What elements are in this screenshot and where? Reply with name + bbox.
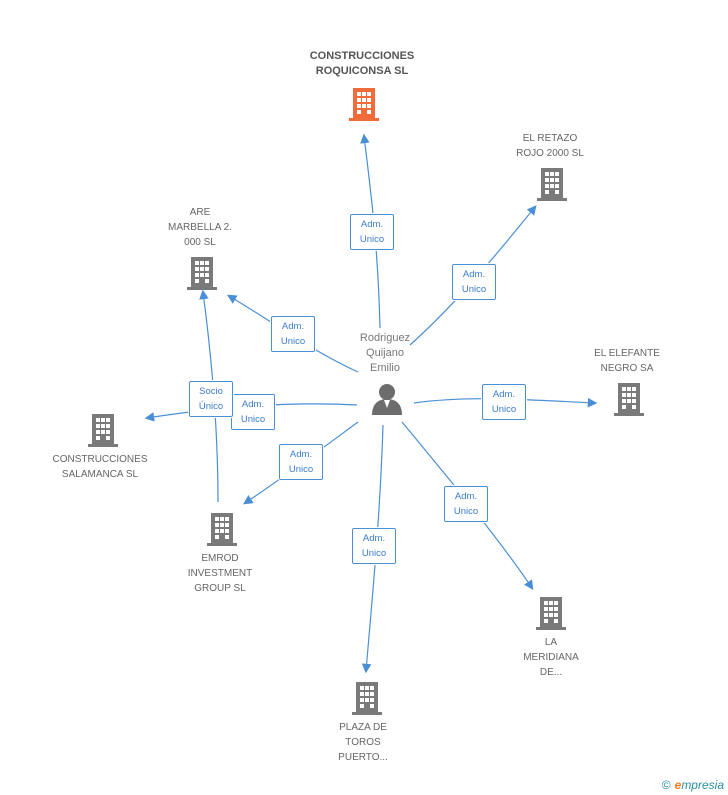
empresia-logo[interactable]: ©empresia — [662, 778, 724, 792]
building-icon-salamanca[interactable] — [88, 414, 118, 447]
copyright-symbol: © — [661, 778, 671, 792]
company-label-salamanca[interactable]: CONSTRUCCIONES SALAMANCA SL — [52, 454, 148, 480]
building-icon-el-retazo[interactable] — [537, 168, 567, 201]
edge-label-are-marbella: Adm. Unico — [271, 316, 315, 352]
company-label-roquiconsa[interactable]: CONSTRUCCIONES ROQUICONSA SL — [309, 50, 415, 77]
company-label-plaza-toros[interactable]: PLAZA DE TOROS PUERTO... — [338, 722, 388, 763]
company-label-el-elefante[interactable]: EL ELEFANTE NEGRO SA — [594, 348, 660, 374]
building-icon-la-meridiana[interactable] — [536, 597, 566, 630]
building-icon-are-marbella[interactable] — [187, 257, 217, 290]
company-label-el-retazo[interactable]: EL RETAZO ROJO 2000 SL — [516, 133, 584, 159]
edge-label-salamanca: Adm. Unico — [231, 394, 275, 430]
edge-label-plaza-toros: Adm. Unico — [352, 528, 396, 564]
edge-label-roquiconsa: Adm. Unico — [350, 214, 394, 250]
edge-label-el-retazo: Adm. Unico — [452, 264, 496, 300]
company-label-are-marbella[interactable]: ARE MARBELLA 2. 000 SL — [168, 207, 232, 248]
edge-label-la-meridiana: Adm. Unico — [444, 486, 488, 522]
person-icon[interactable] — [372, 384, 402, 415]
company-label-emrod[interactable]: EMROD INVESTMENT GROUP SL — [187, 553, 253, 594]
person-label[interactable]: Rodriguez Quijano Emilio — [359, 332, 411, 374]
building-icon-el-elefante[interactable] — [614, 383, 644, 416]
building-icon-emrod[interactable] — [207, 513, 237, 546]
edge-label-socio-unico: Socio Único — [189, 381, 233, 417]
company-label-la-meridiana[interactable]: LA MERIDIANA DE... — [523, 637, 579, 678]
building-icon-roquiconsa[interactable] — [349, 88, 379, 121]
building-icon-plaza-toros[interactable] — [352, 682, 382, 715]
edge-label-emrod: Adm. Unico — [279, 444, 323, 480]
edge-label-el-elefante: Adm. Unico — [482, 384, 526, 420]
brand-name: mpresia — [681, 778, 724, 792]
brand-e: e — [674, 778, 682, 792]
